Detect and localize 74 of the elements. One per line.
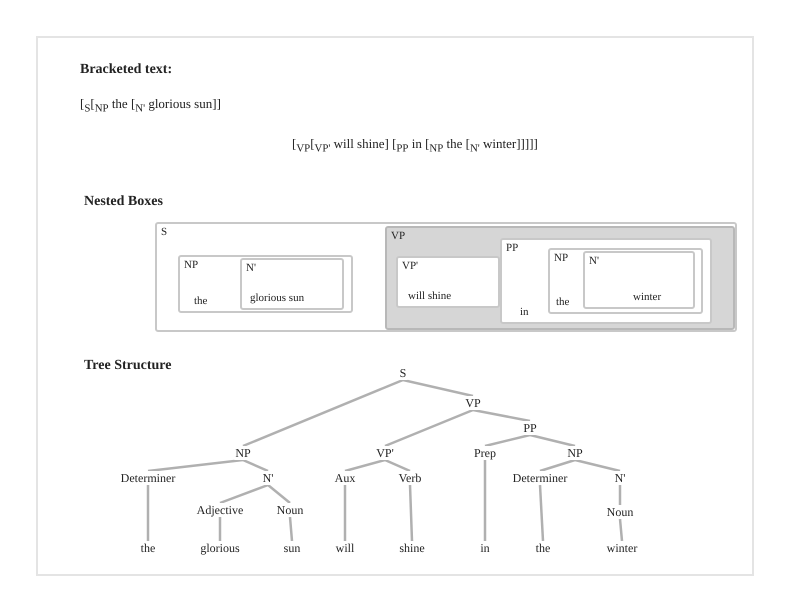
tree-branch <box>574 458 620 472</box>
box-text: winter <box>633 291 662 303</box>
nested-box <box>500 238 712 324</box>
tree-branch <box>220 484 268 504</box>
tree-node-label: the <box>140 541 156 555</box>
tree-node-label: VP <box>464 396 482 410</box>
tree-branch <box>242 458 268 472</box>
box-text: will shine <box>408 290 452 302</box>
tree-node-label: PP <box>522 421 538 435</box>
tree-node-label: winter <box>606 541 638 555</box>
tree-node-label: Adjective <box>196 503 244 517</box>
nested-box <box>548 248 703 314</box>
tree-node-label: NP <box>566 446 584 460</box>
tree-node-label: Aux <box>334 471 356 485</box>
tree-branch <box>408 484 414 542</box>
box-label: PP <box>506 242 518 254</box>
tree-node-label: shine <box>398 541 426 555</box>
tree-node-label: N' <box>262 471 274 485</box>
box-text: the <box>556 296 570 308</box>
tree-node-label: glorious <box>199 541 241 555</box>
tree-branch <box>242 378 404 448</box>
tree-node-label: Determiner <box>120 471 176 485</box>
bracketed-text: [$_{S}$[$_{NP}$ the [$_{N'}$ glorious sun]] <box>80 96 221 115</box>
tree-branch <box>267 484 291 504</box>
tree-branch <box>484 434 530 448</box>
tree-branch <box>530 434 576 448</box>
nested-box <box>240 258 344 310</box>
nested-box <box>583 251 695 309</box>
tree-node-label: Prep <box>473 446 497 460</box>
tree-branch <box>344 458 386 472</box>
box-label: N' <box>246 262 256 274</box>
tree-branch <box>472 408 530 422</box>
tree-branch <box>344 485 346 541</box>
tree-node-label: sun <box>282 541 302 555</box>
tree-branch <box>540 458 576 472</box>
tree-branch <box>618 485 622 505</box>
tree-branch <box>148 458 244 472</box>
box-label: N' <box>589 255 599 267</box>
tree-branch <box>146 485 150 541</box>
tree-branch <box>538 484 544 542</box>
box-text: glorious sun <box>250 292 304 304</box>
box-label: NP <box>184 259 198 271</box>
tree-branch <box>384 408 474 448</box>
tree-node-label: N' <box>614 471 626 485</box>
tree-node-label: VP' <box>375 446 395 460</box>
tree-branch <box>484 460 486 541</box>
nested-box <box>178 255 353 313</box>
section-heading: Nested Boxes <box>84 194 163 210</box>
box-label: NP <box>554 252 568 264</box>
box-label: S <box>161 226 168 238</box>
section-heading: Bracketed text: <box>80 62 172 78</box>
tree-branch <box>384 458 410 472</box>
nested-box <box>155 222 737 332</box>
tree-branch <box>402 378 474 398</box>
tree-node-label: S <box>398 366 408 380</box>
box-label: VP' <box>402 260 418 272</box>
section-heading: Tree Structure <box>84 358 172 374</box>
tree-node-label: Noun <box>606 505 634 519</box>
tree-node-label: will <box>334 541 356 555</box>
box-label: VP <box>391 230 406 242</box>
tree-node-label: Noun <box>276 503 304 517</box>
tree-branch <box>288 516 294 542</box>
tree-branch <box>618 518 624 542</box>
box-text: the <box>194 295 208 307</box>
tree-branch <box>218 517 222 541</box>
tree-node-label: NP <box>234 446 252 460</box>
box-text: in <box>520 306 529 318</box>
tree-node-label: Verb <box>398 471 422 485</box>
nested-box <box>396 256 500 308</box>
tree-node-label: in <box>479 541 491 555</box>
tree-node-label: Determiner <box>512 471 568 485</box>
nested-box <box>385 226 735 330</box>
bracketed-text: [$_{VP}$[$_{VP'}$ will shine] [$_{PP}$ in [$_{NP}$ the [$_{N'}$ winter]]]]] <box>292 136 538 155</box>
tree-node-label: the <box>534 541 552 555</box>
